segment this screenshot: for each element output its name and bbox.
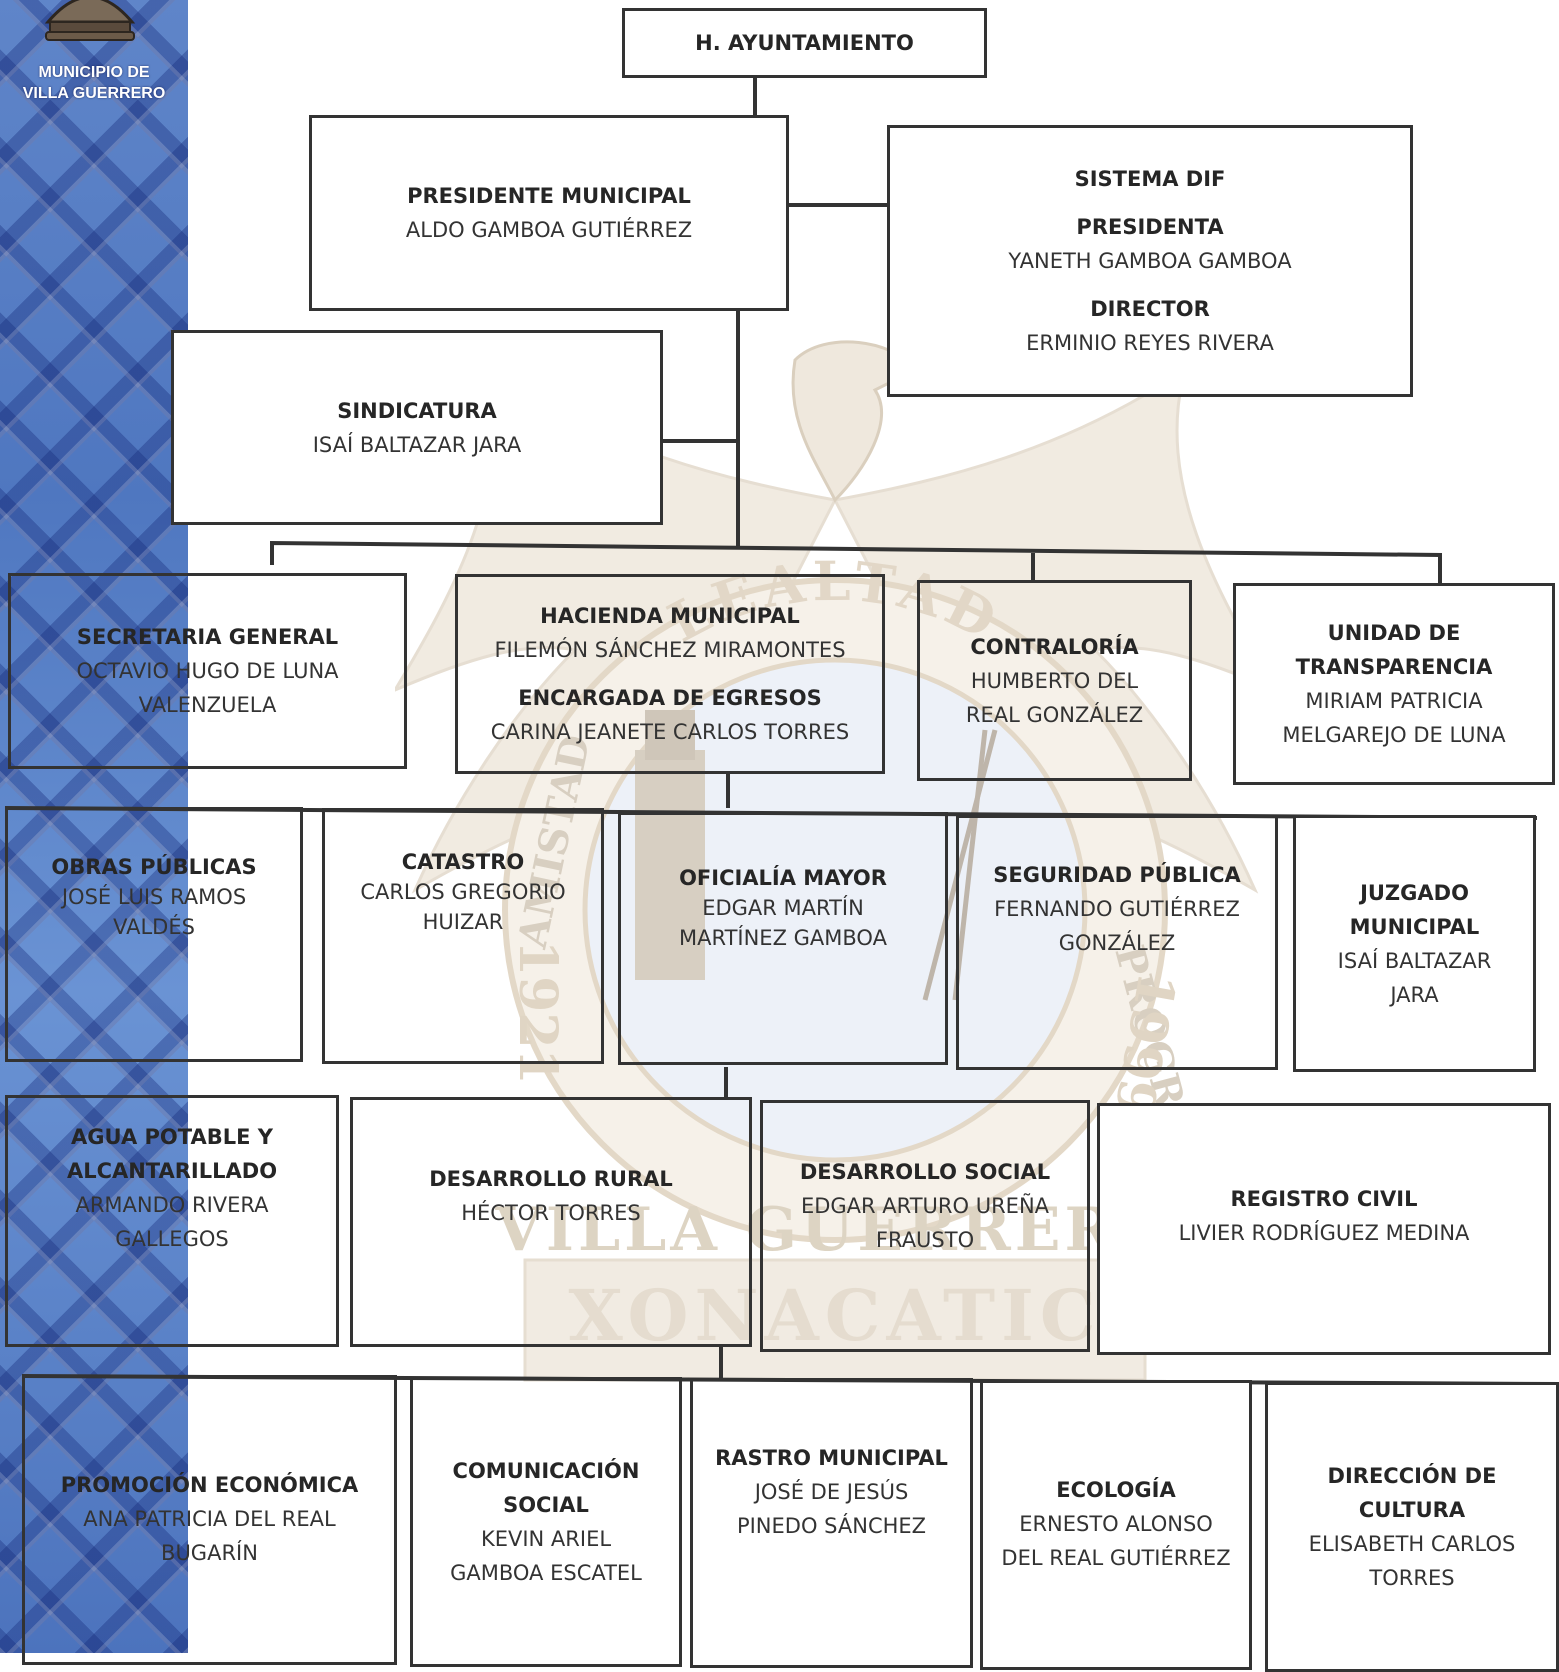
transparencia-title-1: UNIDAD DE: [1327, 621, 1461, 645]
social-name-1: EDGAR ARTURO UREÑA: [800, 1194, 1050, 1218]
org-box-secretaria-general: SECRETARIA GENERAL OCTAVIO HUGO DE LUNA …: [8, 573, 407, 769]
cultura-title-1: DIRECCIÓN DE: [1327, 1464, 1497, 1488]
transparencia-name-2: MELGAREJO DE LUNA: [1282, 723, 1506, 747]
hacienda-title: HACIENDA MUNICIPAL: [540, 604, 800, 628]
seguridad-name-2: GONZÁLEZ: [1058, 931, 1176, 955]
oficialia-name-2: MARTÍNEZ GAMBOA: [679, 926, 887, 950]
org-box-sindicatura: SINDICATURA ISAÍ BALTAZAR JARA: [171, 330, 663, 525]
rastro-name-1: JOSÉ DE JESÚS: [754, 1480, 909, 1504]
org-box-desarrollo-social: DESARROLLO SOCIAL EDGAR ARTURO UREÑA FRA…: [760, 1100, 1090, 1352]
contraloria-name-2: REAL GONZÁLEZ: [965, 702, 1144, 727]
obras-name-2: VALDÉS: [113, 915, 195, 939]
juzgado-title-1: JUZGADO: [1360, 880, 1469, 905]
promocion-name-1: ANA PATRICIA DEL REAL: [83, 1507, 336, 1531]
ecologia-name-2: DEL REAL GUTIÉRREZ: [1001, 1546, 1231, 1570]
oficialia-name-1: EDGAR MARTÍN: [702, 896, 864, 920]
org-box-promocion-economica: PROMOCIÓN ECONÓMICA ANA PATRICIA DEL REA…: [22, 1375, 397, 1665]
juzgado-name-2: JARA: [1390, 982, 1439, 1007]
sindicatura-name: ISAÍ BALTAZAR JARA: [312, 432, 522, 457]
cultura-title-2: CULTURA: [1358, 1498, 1466, 1522]
ayuntamiento-title: H. AYUNTAMIENTO: [695, 31, 914, 55]
secretaria-name-1: OCTAVIO HUGO DE LUNA: [76, 659, 339, 683]
org-box-registro-civil: REGISTRO CIVIL LIVIER RODRÍGUEZ MEDINA: [1097, 1103, 1551, 1355]
org-box-ecologia: ECOLOGÍA ERNESTO ALONSO DEL REAL GUTIÉRR…: [980, 1380, 1252, 1670]
presidente-name: ALDO GAMBOA GUTIÉRREZ: [405, 218, 693, 242]
org-box-rastro-municipal: RASTRO MUNICIPAL JOSÉ DE JESÚS PINEDO SÁ…: [690, 1378, 973, 1668]
municipality-line-1: MUNICIPIO DE: [38, 64, 150, 81]
org-box-oficialia-mayor: OFICIALÍA MAYOR EDGAR MARTÍN MARTÍNEZ GA…: [618, 812, 948, 1065]
dif-title: SISTEMA DIF: [1074, 167, 1226, 191]
juzgado-name-1: ISAÍ BALTAZAR: [1337, 948, 1492, 973]
contraloria-name-1: HUMBERTO DEL: [970, 668, 1139, 693]
org-box-ayuntamiento: H. AYUNTAMIENTO: [622, 8, 987, 78]
rastro-name-2: PINEDO SÁNCHEZ: [736, 1514, 927, 1538]
dif-role-director: DIRECTOR: [1090, 297, 1210, 321]
seguridad-name-1: FERNANDO GUTIÉRREZ: [994, 897, 1240, 921]
org-box-juzgado-municipal: JUZGADO MUNICIPAL ISAÍ BALTAZAR JARA: [1293, 815, 1536, 1072]
rural-title: DESARROLLO RURAL: [429, 1167, 673, 1191]
org-box-direccion-cultura: DIRECCIÓN DE CULTURA ELISABETH CARLOS TO…: [1265, 1382, 1559, 1672]
agua-name-2: GALLEGOS: [115, 1227, 229, 1251]
juzgado-title-2: MUNICIPAL: [1349, 914, 1480, 939]
ecologia-title: ECOLOGÍA: [1056, 1478, 1176, 1502]
org-box-hacienda-municipal: HACIENDA MUNICIPAL FILEMÓN SÁNCHEZ MIRAM…: [455, 574, 885, 774]
comunicacion-name-1: KEVIN ARIEL: [480, 1527, 612, 1551]
promocion-title: PROMOCIÓN ECONÓMICA: [60, 1473, 359, 1497]
org-box-comunicacion-social: COMUNICACIÓN SOCIAL KEVIN ARIEL GAMBOA E…: [410, 1377, 682, 1667]
municipal-logo: [44, 0, 136, 41]
org-box-agua-potable: AGUA POTABLE Y ALCANTARILLADO ARMANDO RI…: [5, 1095, 339, 1347]
obras-title: OBRAS PÚBLICAS: [51, 855, 257, 879]
ecologia-name-1: ERNESTO ALONSO: [1019, 1512, 1213, 1536]
social-title: DESARROLLO SOCIAL: [799, 1160, 1051, 1184]
org-box-obras-publicas: OBRAS PÚBLICAS JOSÉ LUIS RAMOS VALDÉS: [5, 807, 303, 1062]
secretaria-title: SECRETARIA GENERAL: [76, 625, 339, 649]
catastro-title: CATASTRO: [401, 850, 525, 874]
rural-name: HÉCTOR TORRES: [461, 1201, 641, 1225]
seal-name: VILLA GUERRERO: [494, 1195, 1174, 1265]
transparencia-title-2: TRANSPARENCIA: [1295, 655, 1493, 679]
registro-title: REGISTRO CIVIL: [1230, 1187, 1418, 1211]
cultura-name-2: TORRES: [1369, 1566, 1455, 1590]
hacienda-egresos-title: ENCARGADA DE EGRESOS: [518, 686, 822, 710]
org-box-unidad-transparencia: UNIDAD DE TRANSPARENCIA MIRIAM PATRICIA …: [1233, 583, 1555, 785]
org-box-contraloria: CONTRALORÍA HUMBERTO DEL REAL GONZÁLEZ: [917, 580, 1192, 781]
hacienda-egresos-name: CARINA JEANETE CARLOS TORRES: [490, 720, 850, 744]
contraloria-title: CONTRALORÍA: [970, 634, 1139, 659]
org-box-seguridad-publica: SEGURIDAD PÚBLICA FERNANDO GUTIÉRREZ GON…: [956, 815, 1278, 1070]
seal-ribbon: XONACATIC: [568, 1274, 1101, 1357]
org-box-catastro: CATASTRO CARLOS GREGORIO HUIZAR: [322, 808, 604, 1064]
secretaria-name-2: VALENZUELA: [138, 693, 277, 717]
seal-year-left: 1921: [507, 940, 568, 1085]
transparencia-name-1: MIRIAM PATRICIA: [1305, 689, 1483, 713]
oficialia-title: OFICIALÍA MAYOR: [679, 866, 887, 890]
agua-name-1: ARMANDO RIVERA: [75, 1193, 269, 1217]
municipality-name: MUNICIPIO DE VILLA GUERRERO: [0, 62, 188, 104]
agua-title-2: ALCANTARILLADO: [66, 1159, 278, 1183]
registro-name: LIVIER RODRÍGUEZ MEDINA: [1178, 1221, 1470, 1245]
obras-name-1: JOSÉ LUIS RAMOS: [61, 885, 247, 909]
comunicacion-title-1: COMUNICACIÓN: [452, 1459, 640, 1483]
comunicacion-name-2: GAMBOA ESCATEL: [450, 1561, 642, 1585]
catastro-name-2: HUIZAR: [422, 910, 504, 934]
hacienda-name: FILEMÓN SÁNCHEZ MIRAMONTES: [494, 638, 846, 662]
org-box-desarrollo-rural: DESARROLLO RURAL HÉCTOR TORRES: [350, 1097, 752, 1347]
dif-role-presidenta: PRESIDENTA: [1076, 215, 1224, 239]
sindicatura-title: SINDICATURA: [337, 398, 497, 423]
org-box-sistema-dif: SISTEMA DIF PRESIDENTA YANETH GAMBOA GAM…: [887, 125, 1413, 397]
municipality-line-2: VILLA GUERRERO: [22, 85, 166, 102]
presidente-title: PRESIDENTE MUNICIPAL: [407, 184, 691, 208]
seguridad-title: SEGURIDAD PÚBLICA: [993, 863, 1241, 887]
rastro-title: RASTRO MUNICIPAL: [715, 1446, 948, 1470]
dif-name-director: ERMINIO REYES RIVERA: [1026, 331, 1274, 355]
comunicacion-title-2: SOCIAL: [503, 1493, 589, 1517]
agua-title-1: AGUA POTABLE Y: [71, 1125, 273, 1149]
cultura-name-1: ELISABETH CARLOS: [1308, 1532, 1516, 1556]
social-name-2: FRAUSTO: [875, 1228, 975, 1252]
dif-name-presidenta: YANETH GAMBOA GAMBOA: [1008, 249, 1292, 273]
promocion-name-2: BUGARÍN: [161, 1541, 258, 1565]
org-box-presidente-municipal: PRESIDENTE MUNICIPAL ALDO GAMBOA GUTIÉRR…: [309, 115, 789, 311]
catastro-name-1: CARLOS GREGORIO: [360, 880, 566, 904]
